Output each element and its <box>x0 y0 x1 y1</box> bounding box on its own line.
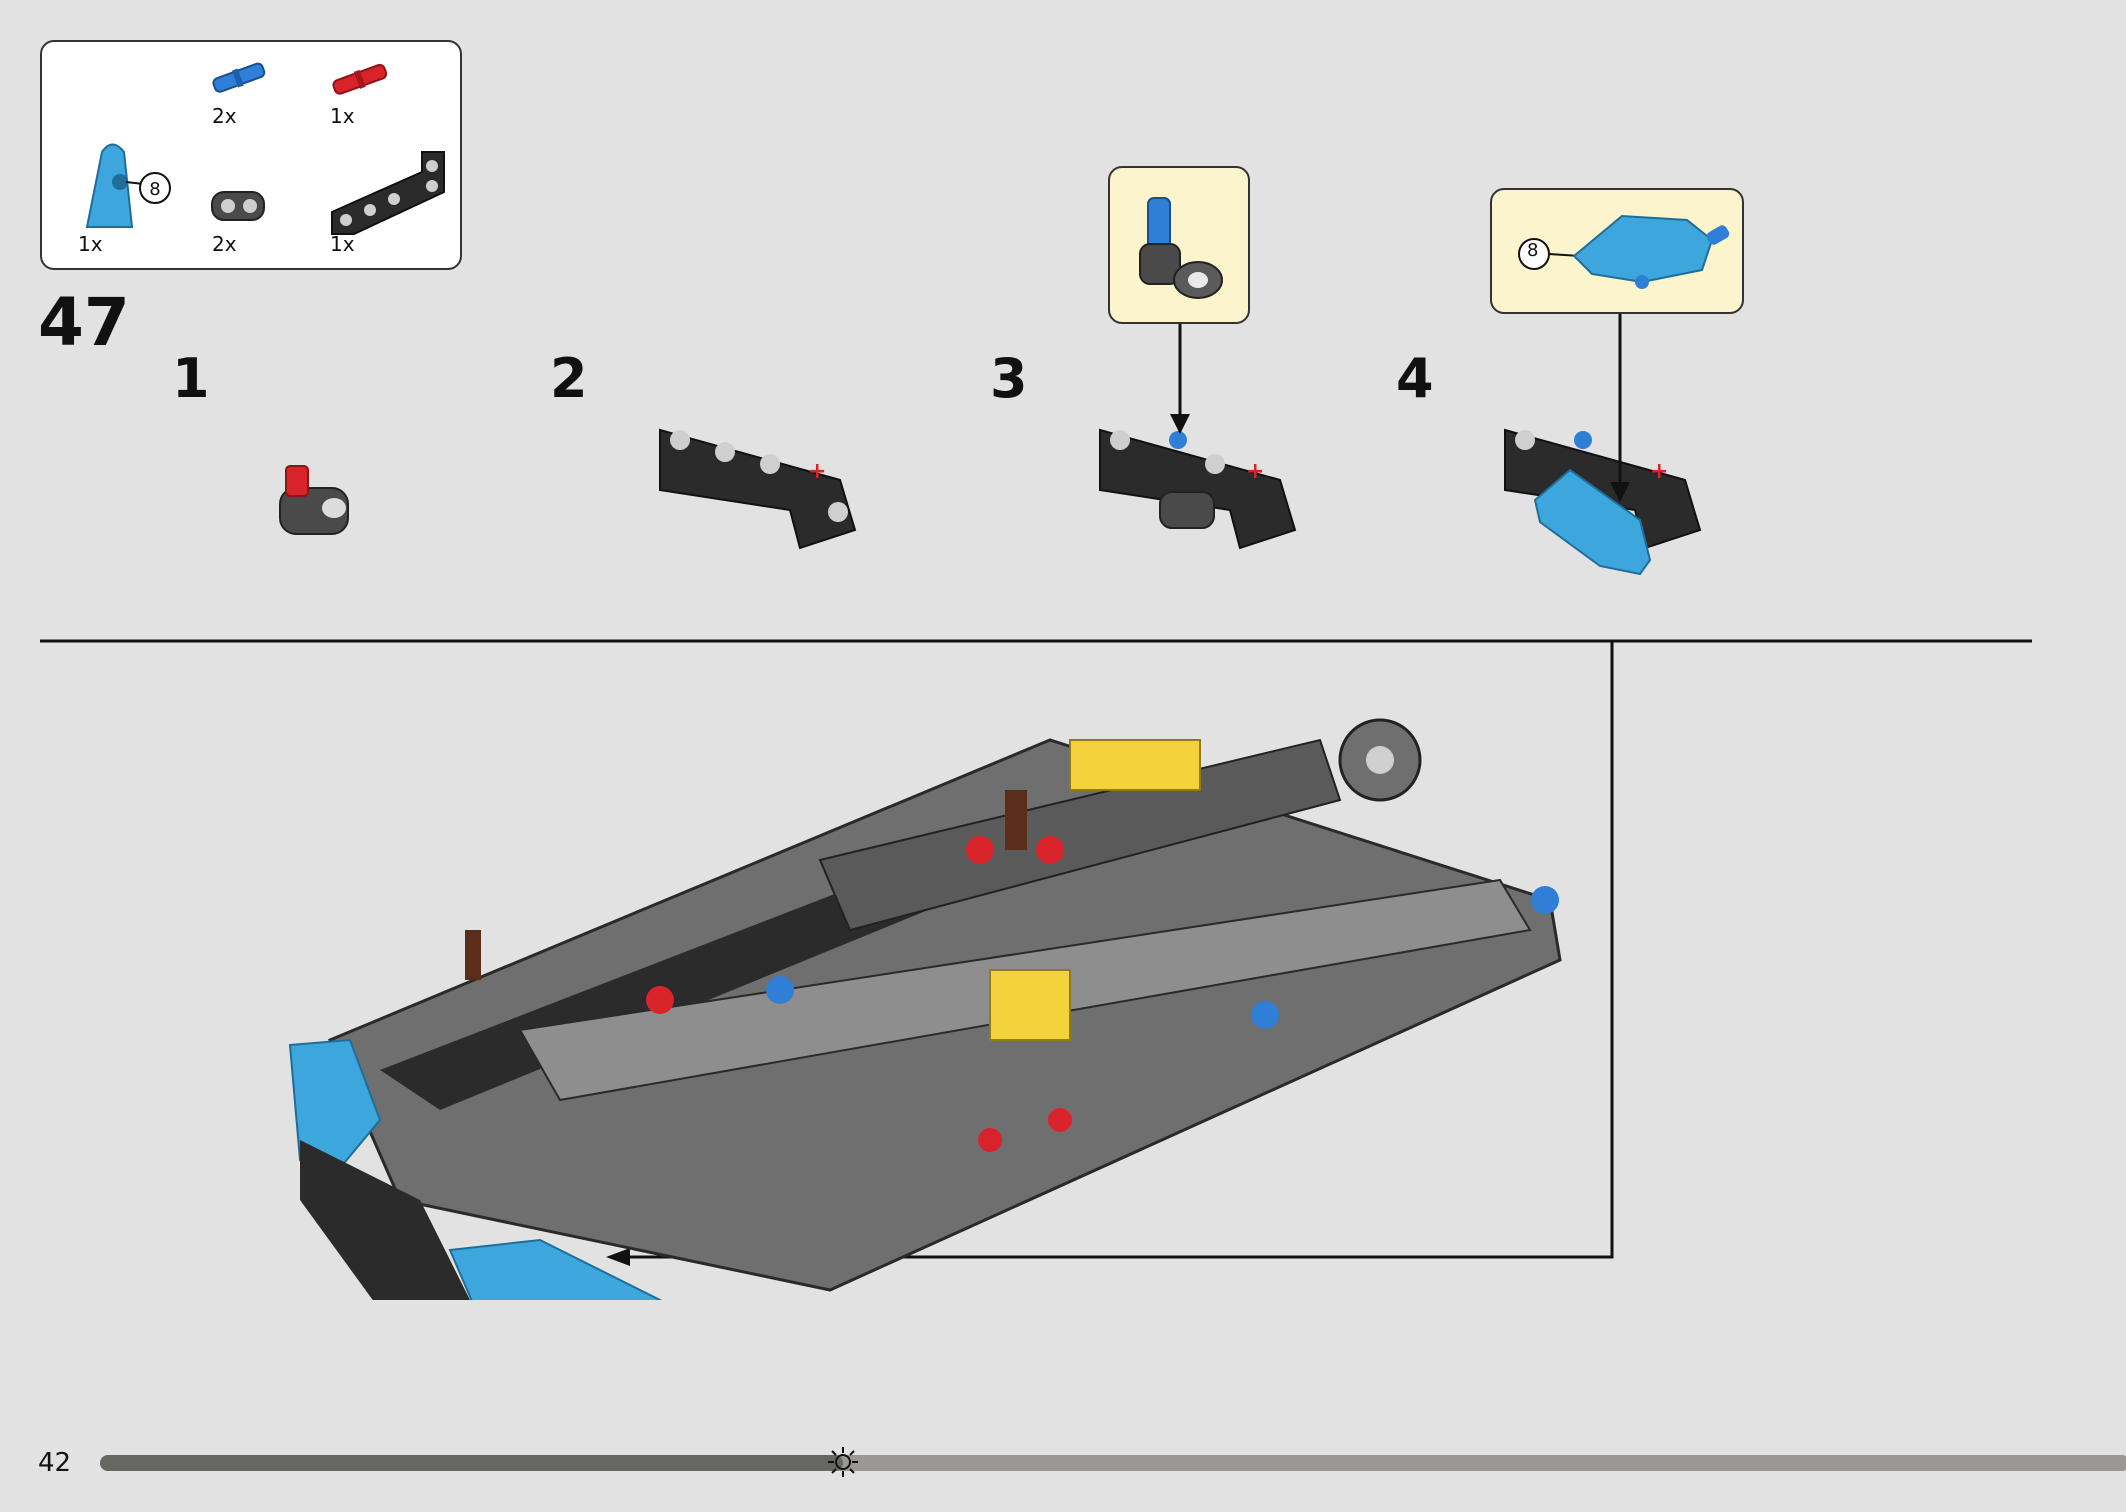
pin-connector-zoom <box>1139 197 1223 299</box>
sub-step-1: 1 <box>172 347 210 410</box>
sub-step-drawings: + + + <box>279 314 1702 576</box>
step-1-assembly <box>279 465 349 535</box>
zoom-callout-step-4: 8 <box>1490 188 1744 314</box>
blue-panel-8-icon <box>85 143 171 228</box>
red-axle-pin-icon <box>332 63 388 95</box>
parts-list-drawing: 8 <box>85 62 445 235</box>
main-model-area <box>40 639 2032 1300</box>
parts-list-callout: 8 2x 1x 1x 2x 1x <box>40 40 462 270</box>
progress-fill <box>100 1455 843 1471</box>
step-number: 47 <box>38 284 130 361</box>
svg-text:+: + <box>808 459 826 484</box>
step-2-beam: + <box>659 428 857 550</box>
gray-connector-icon <box>211 191 265 221</box>
placement-arrowhead <box>606 1248 630 1266</box>
chassis-model <box>288 718 1562 1300</box>
part-qty-gray-connector: 2x <box>212 232 237 256</box>
sub-step-4: 4 <box>1396 347 1434 410</box>
step-4-assembly: + <box>1504 314 1702 576</box>
callout-panel-number: 8 <box>1527 240 1539 261</box>
sub-step-2: 2 <box>550 347 588 410</box>
page-number: 42 <box>38 1448 72 1478</box>
part-qty-blue-panel: 1x <box>78 232 103 256</box>
part-qty-red-axle-pin: 1x <box>330 104 355 128</box>
panel-8-zoom <box>1518 214 1730 289</box>
black-beam-icon <box>331 151 445 235</box>
sun-icon <box>827 1446 859 1478</box>
placement-arrow <box>620 641 1614 1259</box>
part-qty-black-beam: 1x <box>330 232 355 256</box>
sub-step-3: 3 <box>990 347 1028 410</box>
svg-text:+: + <box>1650 459 1668 484</box>
zoom-callout-step-3 <box>1108 166 1250 324</box>
step-3-assembly: + <box>1099 324 1297 550</box>
blue-pin-icon <box>212 62 266 93</box>
part-qty-blue-pin: 2x <box>212 104 237 128</box>
svg-text:+: + <box>1246 459 1264 484</box>
parts-panel-number: 8 <box>149 179 160 200</box>
